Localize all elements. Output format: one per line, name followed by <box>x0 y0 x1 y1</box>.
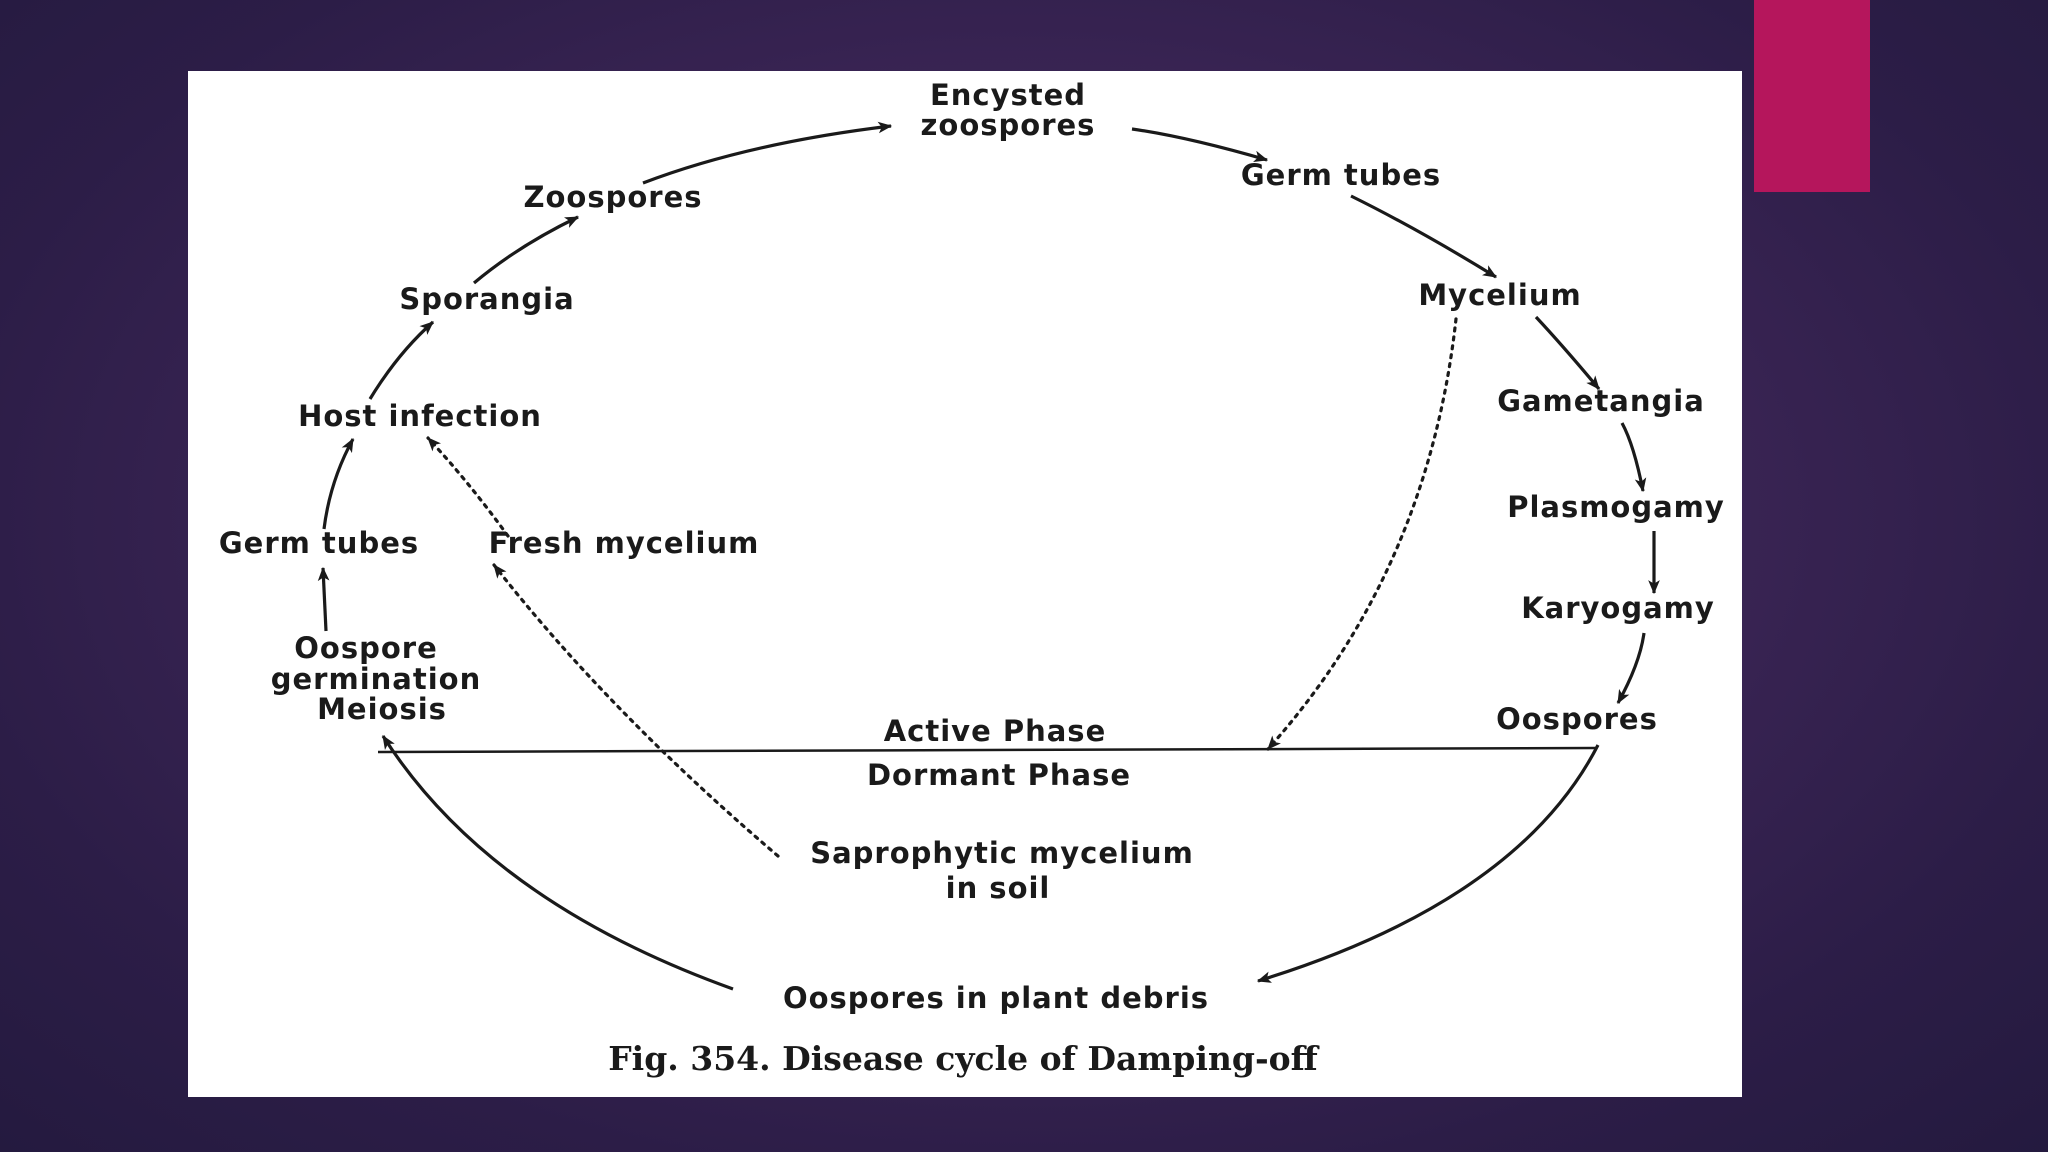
label-germ-tubes-top: Germ tubes <box>1241 158 1441 192</box>
arrow-fresh-to-host-dotted <box>426 436 510 538</box>
arrow-germination-to-germtubes <box>317 566 330 632</box>
arrow-debris-to-germination <box>381 735 734 991</box>
label-active-phase: Active Phase <box>884 714 1107 748</box>
arrow-germtubes-to-host <box>322 437 355 530</box>
label-gametangia: Gametangia <box>1497 384 1705 418</box>
label-sporangia: Sporangia <box>399 282 574 316</box>
arrow-karyogamy-to-oospores <box>1616 632 1646 705</box>
label-karyogamy: Karyogamy <box>1521 591 1715 625</box>
label-germ-tubes-left: Germ tubes <box>219 526 419 560</box>
figure-panel: Encysted zoospores Germ tubes Mycelium G… <box>188 71 1742 1097</box>
arrow-zoospores-to-encysted <box>642 121 893 185</box>
arrow-oospores-to-debris <box>1256 744 1600 983</box>
label-oospores-debris: Oospores in plant debris <box>783 981 1209 1015</box>
label-fresh-mycelium: Fresh mycelium <box>489 526 760 560</box>
label-zoospores-encysted: zoospores <box>921 108 1096 142</box>
disease-cycle-diagram: Encysted zoospores Germ tubes Mycelium G… <box>219 78 1725 1078</box>
arrow-mycelium-to-gametangia <box>1534 315 1601 391</box>
label-in-soil: in soil <box>946 871 1051 905</box>
label-germination: germination <box>271 662 481 696</box>
arrow-host-to-sporangia <box>368 320 435 400</box>
label-plasmogamy: Plasmogamy <box>1507 490 1725 524</box>
phase-divider-line <box>377 746 1597 754</box>
label-dormant-phase: Dormant Phase <box>867 758 1131 792</box>
label-mycelium: Mycelium <box>1418 278 1581 312</box>
label-saprophytic-mycelium: Saprophytic mycelium <box>810 836 1194 870</box>
arrow-saprophytic-to-fresh-dotted <box>492 563 780 858</box>
label-oospore: Oospore <box>294 631 438 665</box>
label-meiosis: Meiosis <box>317 692 447 726</box>
accent-bar <box>1754 0 1870 192</box>
arrow-mycelium-to-dormant-dotted <box>1266 317 1458 751</box>
figure-caption: Fig. 354. Disease cycle of Damping-off <box>608 1039 1319 1078</box>
label-encysted: Encysted <box>930 78 1086 112</box>
label-zoospores: Zoospores <box>523 180 702 214</box>
arrow-sporangia-to-zoospores <box>472 215 580 285</box>
label-oospores: Oospores <box>1496 702 1658 736</box>
arrow-gametangia-to-plasmogamy <box>1620 422 1647 493</box>
label-host-infection: Host infection <box>298 399 542 433</box>
arrow-encysted-to-germtubes <box>1131 127 1269 163</box>
arrow-germtubes-to-mycelium <box>1350 194 1497 279</box>
